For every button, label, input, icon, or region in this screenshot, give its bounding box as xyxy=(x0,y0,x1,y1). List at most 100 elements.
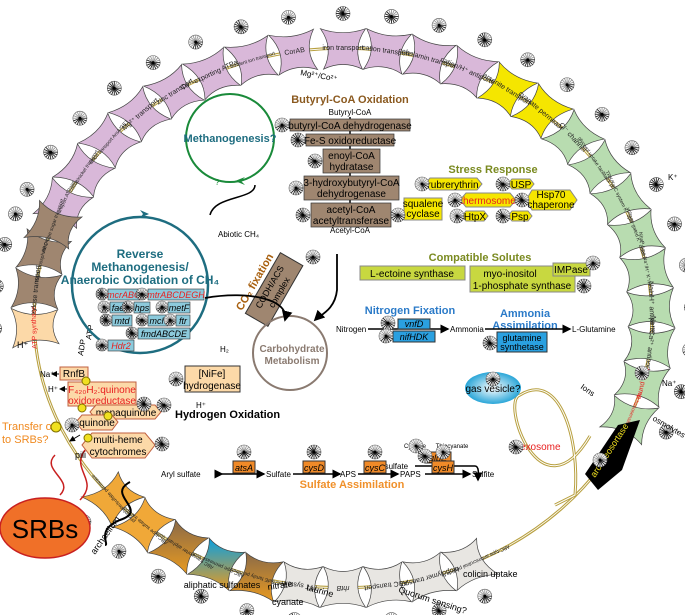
cyanate-label: cyanate xyxy=(272,597,304,607)
svg-text:squalene: squalene xyxy=(403,199,444,210)
svg-text:SRBs: SRBs xyxy=(12,514,78,544)
abundance-pie-icon xyxy=(72,110,88,126)
svg-text:Thiocyanate: Thiocyanate xyxy=(436,444,469,450)
abundance-pie-icon xyxy=(64,417,80,433)
butyryl-coa-oxidation: Butyryl-CoA Oxidation Butyryl-CoA butyry… xyxy=(274,94,412,235)
gene-box: fmdABCDE xyxy=(125,326,191,340)
abundance-pie-icon xyxy=(576,278,592,294)
abundance-pie-icon xyxy=(156,397,172,413)
abundance-pie-icon xyxy=(634,365,650,381)
colicin-uptake-label: colicin uptake xyxy=(463,569,518,579)
transporter: TTT system xyxy=(273,561,324,615)
svg-text:multi-heme: multi-heme xyxy=(93,435,143,446)
svg-text:Thiosulfate: Thiosulfate xyxy=(369,462,409,471)
svg-text:1-phosphate synthase: 1-phosphate synthase xyxy=(473,281,572,292)
abundance-pie-icon xyxy=(477,32,493,48)
svg-text:Methanogenesis/: Methanogenesis/ xyxy=(91,260,189,274)
svg-text:mcrABG: mcrABG xyxy=(107,290,141,300)
transporter: ABC transport xyxy=(362,561,413,615)
adp-label: ADP xyxy=(76,339,88,357)
svg-text:acetyl-CoA: acetyl-CoA xyxy=(327,205,376,216)
abundance-pie-icon xyxy=(274,117,290,133)
svg-text:Nitrogen: Nitrogen xyxy=(336,325,366,334)
svg-text:Sulfite: Sulfite xyxy=(472,470,495,479)
svg-text:Reverse: Reverse xyxy=(117,247,164,261)
nitrate-label: nitrate xyxy=(267,579,293,592)
svg-text:Carbohydrate: Carbohydrate xyxy=(259,344,324,355)
abundance-pie-icon xyxy=(520,52,536,68)
abundance-pie-icon xyxy=(592,452,608,468)
abundance-pie-icon xyxy=(281,9,296,25)
svg-text:H⁺: H⁺ xyxy=(196,401,206,410)
abundance-pie-icon xyxy=(163,313,177,327)
transporter: cobalt/nickel transport xyxy=(43,142,116,198)
abundance-pie-icon xyxy=(99,313,113,327)
svg-text:mtd: mtd xyxy=(114,316,130,326)
abundance-pie-icon xyxy=(649,177,664,192)
svg-text:Butyryl-CoA Oxidation: Butyryl-CoA Oxidation xyxy=(291,94,409,106)
transfer-label-2: to SRBs? xyxy=(2,434,48,446)
transporter: zinc transport xyxy=(142,55,206,120)
svg-text:APS: APS xyxy=(340,470,356,479)
transporter: rhtB xyxy=(319,566,367,609)
abundance-pie-icon xyxy=(288,612,301,615)
svg-text:hydratase: hydratase xyxy=(330,162,374,173)
transporter-label: Na⁺/H⁺ antiporter xyxy=(647,281,656,337)
abundance-pie-icon xyxy=(307,153,323,169)
svg-text:Fe-S oxidoreductase: Fe-S oxidoreductase xyxy=(304,136,397,147)
svg-text:myo-inositol: myo-inositol xyxy=(483,269,536,280)
abundance-pie-icon xyxy=(435,444,451,460)
svg-text:metF: metF xyxy=(169,303,190,313)
svg-text:USP: USP xyxy=(511,180,532,191)
abundance-pie-icon xyxy=(168,371,184,387)
abundance-pie-icon xyxy=(106,80,122,96)
svg-text:hydrogenase: hydrogenase xyxy=(183,381,241,392)
svg-text:PAPS: PAPS xyxy=(400,470,421,479)
svg-text:cyclase: cyclase xyxy=(406,209,440,220)
nitrogen-fixation: Nitrogen Fixation Nitrogen Ammonia vnfD … xyxy=(336,305,484,343)
svg-text:mtrABCDEGH: mtrABCDEGH xyxy=(147,290,205,300)
transporter: ATP synthase xyxy=(0,306,60,349)
svg-text:butyryl-CoA dehydrogenase: butyryl-CoA dehydrogenase xyxy=(288,121,412,132)
abundance-pie-icon xyxy=(658,424,674,440)
co2-fixation: CO₂ fixation CODH/ACS complex xyxy=(234,252,304,327)
svg-text:gas vesicle?: gas vesicle? xyxy=(465,384,520,395)
gene-abundance-icons xyxy=(64,176,650,468)
enzyme-box: Fe-S oxidoreductase xyxy=(290,132,397,148)
svg-text:Acetyl-CoA: Acetyl-CoA xyxy=(330,226,371,235)
transporter: Na⁺/H⁺ antiporter xyxy=(626,281,685,337)
abundance-pie-icon xyxy=(417,448,433,464)
abundance-pie-icon xyxy=(288,180,304,196)
svg-text:thermosome: thermosome xyxy=(460,196,516,207)
abundance-pie-icon xyxy=(335,6,351,21)
svg-text:fae: fae xyxy=(112,303,125,313)
svg-text:Assimilation: Assimilation xyxy=(492,320,558,332)
svg-text:Hdr2: Hdr2 xyxy=(111,341,131,351)
abundance-pie-icon xyxy=(125,326,139,340)
transporter-label: rhtB xyxy=(336,584,349,591)
svg-text:cysH: cysH xyxy=(433,463,454,473)
abundance-pie-icon xyxy=(43,144,58,160)
abundance-pie-icon xyxy=(136,396,152,412)
svg-text:Hsp70: Hsp70 xyxy=(537,190,566,201)
svg-text:Methanogenesis?: Methanogenesis? xyxy=(184,133,277,145)
abundance-pie-icon xyxy=(508,439,524,455)
abundance-pie-icon xyxy=(495,208,511,224)
svg-text:HtpX: HtpX xyxy=(464,212,487,223)
abundance-pie-icon xyxy=(485,371,501,387)
abundance-pie-icon xyxy=(390,207,406,223)
gene-box: mtd xyxy=(99,313,133,327)
archaeosortase: archaeosortase xyxy=(585,420,640,490)
abundance-pie-icon xyxy=(111,543,127,559)
abundance-pie-icon xyxy=(0,279,4,293)
transporter: CorAB xyxy=(267,9,319,76)
svg-text:enoyl-CoA: enoyl-CoA xyxy=(328,151,375,162)
gas-vesicle: gas vesicle? xyxy=(465,372,521,404)
transporter: cation transport xyxy=(362,9,413,75)
abundance-pie-icon xyxy=(95,287,109,301)
abundance-pie-icon xyxy=(295,207,311,223)
abundance-pie-icon xyxy=(667,216,682,232)
na-plus-right-label: Na⁺ xyxy=(662,379,676,388)
